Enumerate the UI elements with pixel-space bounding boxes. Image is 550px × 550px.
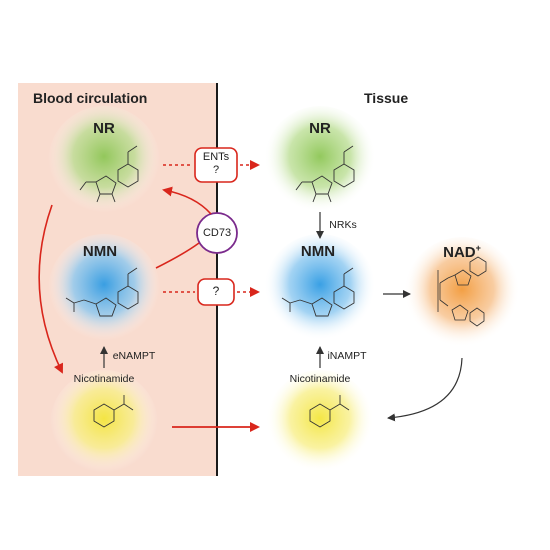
nicotinamide-blood-glow xyxy=(50,370,158,478)
nad-label: NAD+ xyxy=(443,243,481,261)
nmn-tissue-glow xyxy=(264,234,376,346)
nicotinamide-tissue-glow xyxy=(266,370,374,478)
nmn-transporter-label: ? xyxy=(212,284,220,298)
nr-structure-icon xyxy=(79,145,355,203)
cd73-enzyme-circle xyxy=(196,212,238,254)
nmn-blood-glow xyxy=(48,234,160,346)
enampt-label: eNAMPT xyxy=(112,350,156,362)
nr-blood-label: NR xyxy=(93,120,115,137)
nr-tissue-label: NR xyxy=(309,120,331,137)
ents-question-mark: ? xyxy=(212,164,220,176)
nmn-structure-icon xyxy=(65,267,355,317)
nr-tissue-glow xyxy=(264,106,376,218)
cd73-to-nr-arrow xyxy=(162,186,212,215)
inampt-label: iNAMPT xyxy=(327,350,367,362)
blood-circulation-title: Blood circulation xyxy=(33,90,148,106)
nad-superscript: + xyxy=(475,243,481,253)
nicotinamide-blood-label: Nicotinamide xyxy=(73,373,135,385)
nrks-label: NRKs xyxy=(329,219,357,231)
nicotinamide-tissue-label: Nicotinamide xyxy=(289,373,351,385)
ents-transporter-box xyxy=(194,147,238,183)
nicotinamide-structure-icon xyxy=(93,395,350,428)
ents-text: ENTs xyxy=(202,151,230,163)
nr-to-nicotinamide-arrow xyxy=(38,204,63,374)
cd73-label: CD73 xyxy=(202,227,232,239)
nmn-blood-label: NMN xyxy=(82,243,118,260)
nmn-tissue-label: NMN xyxy=(300,243,336,260)
nmn-to-cd73-arrow xyxy=(155,242,200,269)
nmn-transporter-box xyxy=(197,278,235,306)
nad-structure-icon xyxy=(437,256,487,327)
nad-to-nicotinamide-arrow xyxy=(387,357,463,422)
nr-blood-glow xyxy=(48,106,160,218)
ents-label: ENTs ? xyxy=(203,151,229,177)
nad-glow xyxy=(404,237,520,353)
tissue-title: Tissue xyxy=(364,90,409,106)
nad-label-text: NAD xyxy=(443,244,476,261)
